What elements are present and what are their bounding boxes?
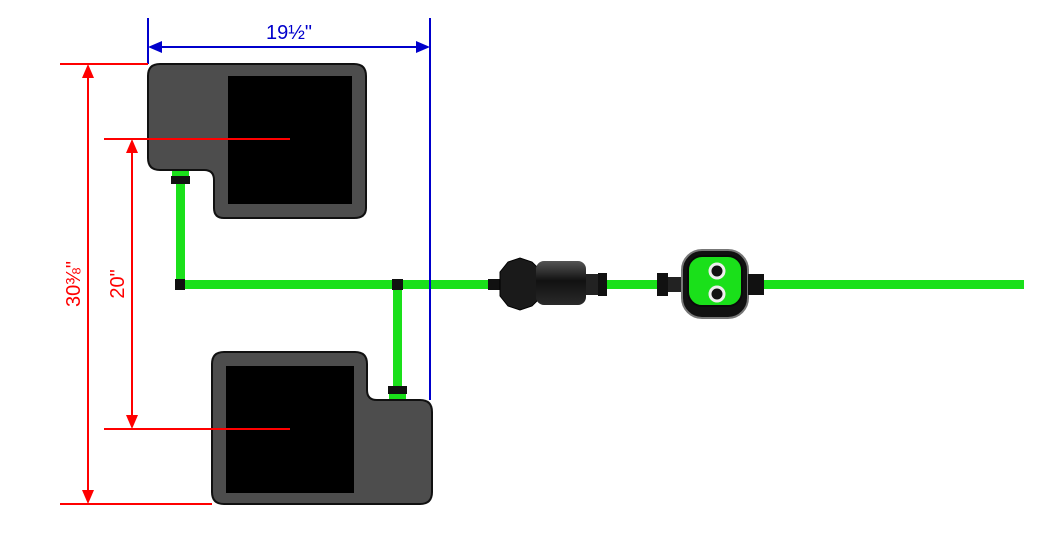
tube-top-tray-outlet [172,170,189,176]
filter-cap [499,257,541,311]
width-arrow-left [148,41,162,53]
center-spacing-dimension: 20" [104,138,290,430]
tee-fitting [392,279,403,290]
filter-outlet-fitting [586,274,598,295]
water-timer [657,249,764,319]
timer-inlet-coupling [657,273,668,296]
elbow-fitting [175,279,185,290]
bottom-tray-fitting [388,386,407,394]
spacing-arrow-top [126,139,138,153]
timer-face [687,255,743,307]
timer-outlet-coupling [748,274,764,295]
width-dimension: 19½" [147,18,431,400]
tube-bottom-tray-outlet [389,394,406,400]
height-arrow-top [82,64,94,78]
tube-top-tray-drop [176,180,185,285]
tube-bottom-tray-drop [393,283,402,398]
timer-dial-bottom [708,285,726,303]
width-label: 19½" [266,22,312,44]
center-spacing-label: 20" [107,269,129,298]
filter-inlet-fitting [488,279,500,290]
width-arrow-right [416,41,430,53]
timer-inlet-neck [668,277,682,292]
filter-outlet-coupling [598,273,607,296]
filter-body [536,261,586,305]
spacing-arrow-bottom [126,415,138,429]
top-tray-fitting [171,176,190,184]
height-arrow-bottom [82,490,94,504]
timer-dial-top [708,262,726,280]
total-height-label: 30⅜" [63,261,85,307]
inline-filter [488,257,607,311]
total-height-dimension: 30⅜" [60,63,212,505]
